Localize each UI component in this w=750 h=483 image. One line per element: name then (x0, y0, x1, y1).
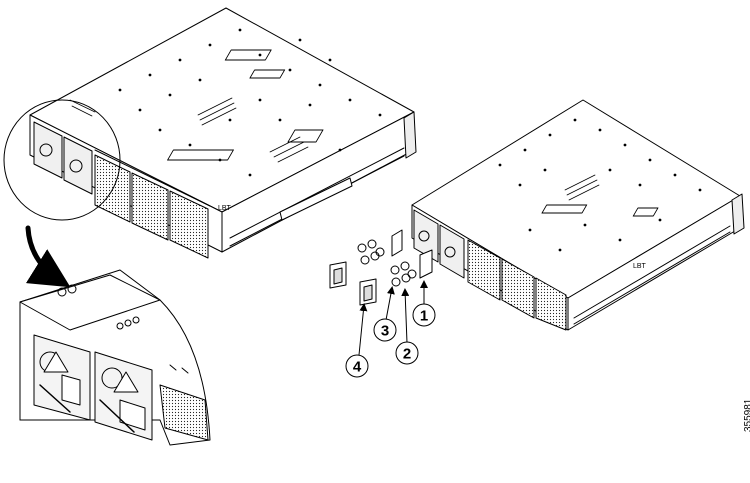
zoom-detail (19, 269, 211, 446)
screw-dots-right (498, 118, 702, 252)
right-chassis: LBT (411, 99, 745, 331)
exploded-parts (329, 229, 433, 306)
figure-id: 355981 (732, 372, 750, 432)
left-front-fans (94, 149, 211, 259)
callout-1-label: 1 (420, 308, 428, 325)
psu-right (94, 351, 153, 441)
screw-dots-left (118, 28, 382, 177)
callout-4: 4 (345, 354, 369, 378)
callout-4-label: 4 (353, 359, 362, 376)
left-psu-area: LBT (33, 99, 232, 212)
chassis-logo-right: LBT (633, 263, 647, 270)
callout-3: 3 (373, 318, 397, 342)
figure-id-label: 355981 (743, 398, 750, 432)
callout-3-label: 3 (381, 323, 389, 340)
right-psu-area (413, 209, 465, 279)
chassis-logo-left: LBT (218, 205, 232, 212)
magnify-circle (3, 99, 121, 221)
callout-2-label: 2 (403, 346, 411, 363)
right-front-fans (467, 239, 567, 331)
zoom-arrow (25, 225, 71, 288)
left-chassis: LBT (3, 7, 417, 259)
psu-left (33, 334, 91, 421)
callout-1: 1 (412, 303, 436, 327)
leader-lines (358, 280, 428, 356)
callout-2: 2 (395, 341, 419, 365)
